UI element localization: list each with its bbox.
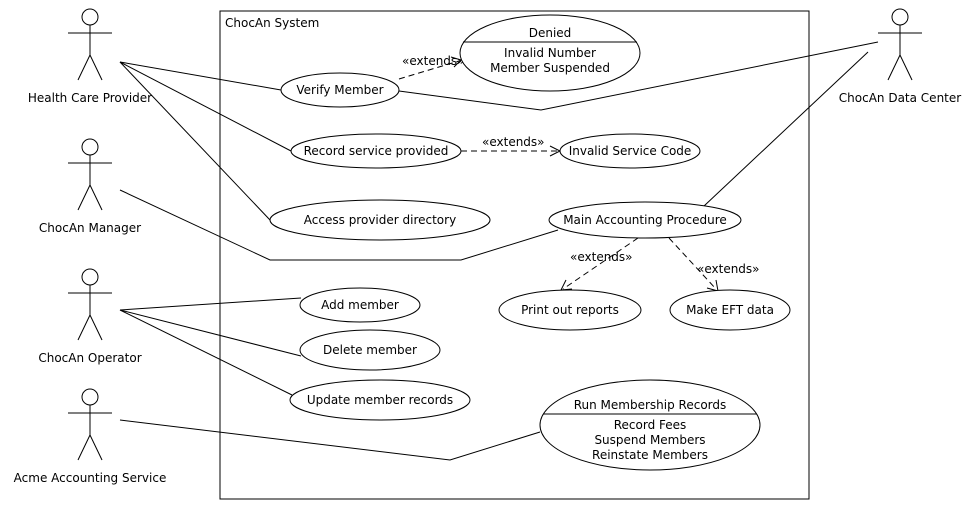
use-case-label: Make EFT data [686, 303, 774, 317]
use-case-record-service: Record service provided [290, 133, 462, 169]
extends-label-eft: «extends» [697, 262, 760, 276]
actor-label: Health Care Provider [28, 91, 152, 105]
actor-label: ChocAn Manager [39, 221, 141, 235]
use-case-update-member-records: Update member records [289, 379, 471, 421]
use-case-label: Print out reports [521, 303, 619, 317]
actor-chocan-operator: ChocAn Operator [38, 268, 142, 365]
extends-label-denied: «extends» [402, 54, 465, 68]
use-case-denied: Denied Invalid Number Member Suspended [459, 14, 641, 92]
use-case-label: Invalid Service Code [569, 144, 692, 158]
actor-acme-accounting-service: Acme Accounting Service [14, 388, 167, 485]
use-case-print-reports: Print out reports [498, 289, 642, 331]
assoc-provider-directory [119, 61, 271, 221]
arrowhead [560, 279, 573, 291]
system-boundary [219, 10, 810, 500]
assoc-operator-add [119, 297, 302, 311]
assoc-acme-run [119, 419, 541, 461]
extends-label-invalid: «extends» [482, 135, 545, 149]
use-case-line: Reinstate Members [592, 448, 708, 462]
assoc-provider-verify [119, 61, 282, 91]
assoc-operator-delete [119, 309, 302, 357]
extends-accounting-reports [562, 237, 639, 290]
actor-chocan-data-center: ChocAn Data Center [839, 8, 961, 105]
use-case-invalid-service-code: Invalid Service Code [559, 133, 701, 169]
use-case-label: Delete member [323, 343, 417, 357]
use-case-label: Verify Member [296, 83, 383, 97]
use-case-line: Invalid Number [504, 46, 596, 60]
use-case-delete-member: Delete member [299, 329, 441, 371]
use-case-label: Update member records [307, 393, 453, 407]
use-case-make-eft: Make EFT data [669, 289, 791, 331]
actor-label: ChocAn Data Center [839, 91, 961, 105]
use-case-access-provider-directory: Access provider directory [269, 199, 491, 241]
use-case-label: Record service provided [304, 144, 449, 158]
assoc-accounting-datacenter [703, 51, 869, 207]
use-case-label: Access provider directory [304, 213, 456, 227]
actor-label: Acme Accounting Service [14, 471, 167, 485]
system-title: ChocAn System [225, 16, 319, 30]
use-case-verify-member: Verify Member [280, 72, 400, 108]
use-case-add-member: Add member [299, 287, 421, 323]
associations [119, 41, 879, 461]
use-case-label: Add member [321, 298, 399, 312]
extends-verify-denied [398, 60, 460, 80]
assoc-operator-update [119, 309, 293, 396]
use-case-line: Suspend Members [594, 433, 705, 447]
extends-relations: «extends» «extends» «extends» «extends» [398, 54, 760, 292]
actor-health-care-provider: Health Care Provider [28, 8, 152, 105]
actor-chocan-manager: ChocAn Manager [39, 138, 141, 235]
extends-label-reports: «extends» [570, 250, 633, 264]
use-case-run-membership-records: Run Membership Records Record Fees Suspe… [539, 379, 761, 471]
actor-label: ChocAn Operator [38, 351, 141, 365]
use-case-main-accounting: Main Accounting Procedure [548, 201, 742, 239]
use-case-line: Record Fees [614, 418, 687, 432]
assoc-manager-accounting [119, 189, 559, 261]
use-case-line: Member Suspended [490, 61, 610, 75]
extends-accounting-eft [668, 237, 717, 290]
use-case-label: Main Accounting Procedure [563, 213, 727, 227]
use-case-title: Run Membership Records [574, 398, 727, 412]
use-case-title: Denied [529, 26, 572, 40]
assoc-provider-record [119, 61, 292, 152]
assoc-verify-datacenter [398, 41, 879, 111]
